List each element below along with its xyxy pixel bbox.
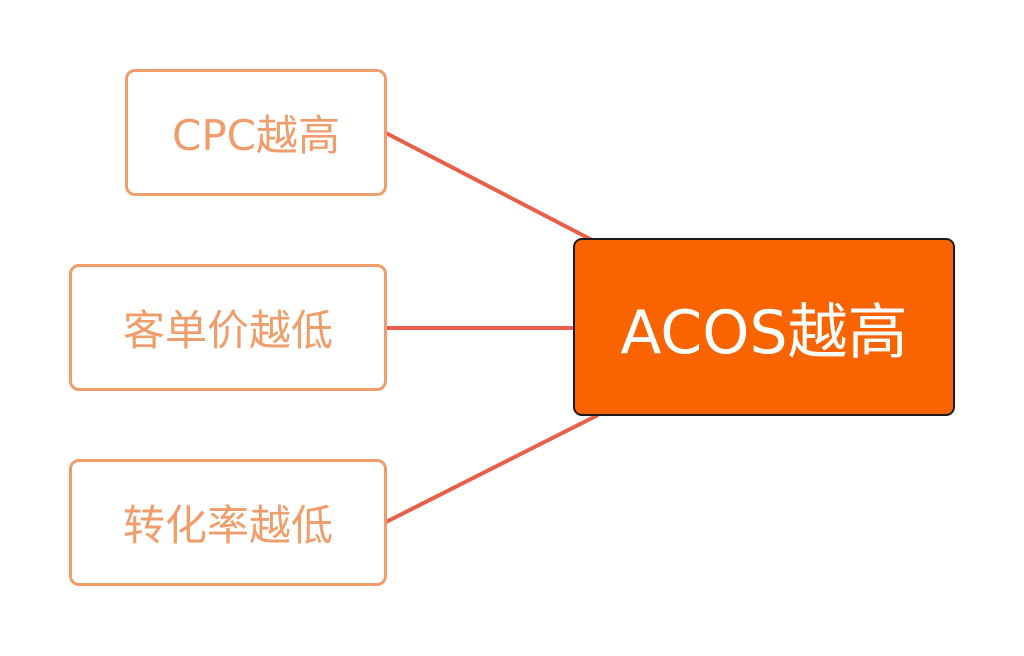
cause-node-cpc: CPC越高 [125,69,387,196]
cause-label: CPC越高 [172,111,340,160]
link-cpc [385,131,593,242]
link-cvr [385,413,599,524]
result-node-acos: ACOS越高 [573,238,955,416]
cause-label: 转化率越低 [122,501,333,550]
result-label: ACOS越高 [620,297,908,368]
cause-node-aov: 客单价越低 [69,264,387,391]
cause-label: 客单价越低 [122,306,333,355]
cause-node-cvr: 转化率越低 [69,459,387,586]
